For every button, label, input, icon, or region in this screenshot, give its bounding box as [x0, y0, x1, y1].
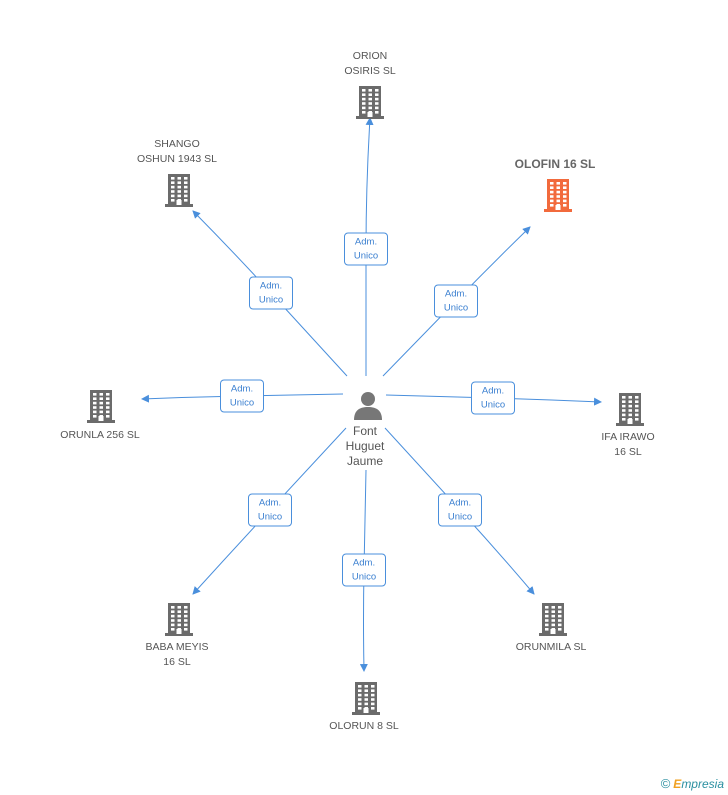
company-name-line: SHANGO: [154, 138, 200, 150]
relation-badge-olorun[interactable]: Adm. Unico: [342, 553, 386, 587]
brand-logo-e: E: [673, 777, 682, 791]
relation-label-line: Unico: [229, 397, 255, 409]
brand-footer: ©Empresia: [661, 776, 724, 791]
relation-label-line: Adm.: [444, 288, 468, 300]
relation-badge-shango[interactable]: Adm. Unico: [249, 276, 293, 310]
relation-badge-ifa[interactable]: Adm. Unico: [471, 381, 515, 415]
company-name-line: 16 SL: [163, 656, 191, 668]
company-name[interactable]: OLORUN 8 SL: [329, 719, 398, 734]
relation-label-line: Unico: [351, 571, 377, 583]
company-name[interactable]: SHANGO OSHUN 1943 SL: [137, 137, 217, 167]
building-icon: [356, 86, 384, 119]
person-name-line-1: Font: [352, 424, 378, 438]
building-icon: [165, 174, 193, 207]
company-name-line: BABA MEYIS: [145, 641, 209, 653]
relation-badge-baba[interactable]: Adm. Unico: [248, 493, 292, 527]
building-icon: [539, 603, 567, 636]
person-name-line-2: Huguet: [345, 439, 385, 453]
relation-label-line: Adm.: [354, 236, 378, 248]
company-name-line: OLOFIN 16 SL: [514, 157, 596, 171]
relation-label-line: Unico: [480, 399, 506, 411]
company-name-line: ORUNLA 256 SL: [60, 429, 140, 441]
company-name[interactable]: OLOFIN 16 SL: [515, 157, 596, 172]
building-icon: [544, 179, 572, 212]
building-icon: [616, 393, 644, 426]
brand-name: mpresia: [681, 777, 724, 791]
company-name-line: OSHUN 1943 SL: [137, 153, 217, 165]
building-icon: [87, 390, 115, 423]
company-name[interactable]: BABA MEYIS 16 SL: [145, 640, 208, 670]
building-icon: [165, 603, 193, 636]
company-name[interactable]: ORION OSIRIS SL: [344, 49, 395, 79]
company-name[interactable]: ORUNMILA SL: [516, 640, 587, 655]
company-name[interactable]: ORUNLA 256 SL: [60, 428, 139, 443]
company-name-line: OLORUN 8 SL: [329, 720, 399, 732]
relation-label-line: Adm.: [259, 280, 283, 292]
relation-label-line: Unico: [258, 294, 284, 306]
company-name-line: 16 SL: [614, 446, 642, 458]
building-icon: [352, 682, 380, 715]
relation-badge-orunmila[interactable]: Adm. Unico: [438, 493, 482, 527]
relation-label-line: Adm.: [230, 383, 254, 395]
relation-label-line: Unico: [443, 302, 469, 314]
person-name: Font Huguet Jaume: [346, 424, 385, 469]
person-icon: [354, 392, 382, 420]
relation-label-line: Adm.: [258, 497, 282, 509]
relation-label-line: Adm.: [448, 497, 472, 509]
person-name-line-3: Jaume: [346, 454, 384, 468]
relation-label-line: Adm.: [481, 385, 505, 397]
company-name[interactable]: IFA IRAWO 16 SL: [601, 430, 654, 460]
relation-badge-olofin[interactable]: Adm. Unico: [434, 284, 478, 318]
company-name-line: OSIRIS SL: [344, 65, 396, 77]
relation-label-line: Adm.: [352, 557, 376, 569]
company-name-line: IFA IRAWO: [601, 431, 655, 443]
relation-label-line: Unico: [447, 511, 473, 523]
relation-label-line: Unico: [353, 250, 379, 262]
relation-badge-orunla[interactable]: Adm. Unico: [220, 379, 264, 413]
company-name-line: ORUNMILA SL: [515, 641, 587, 653]
relation-badge-orion[interactable]: Adm. Unico: [344, 232, 388, 266]
relation-label-line: Unico: [257, 511, 283, 523]
copyright-symbol: ©: [660, 776, 671, 791]
company-name-line: ORION: [352, 50, 388, 62]
